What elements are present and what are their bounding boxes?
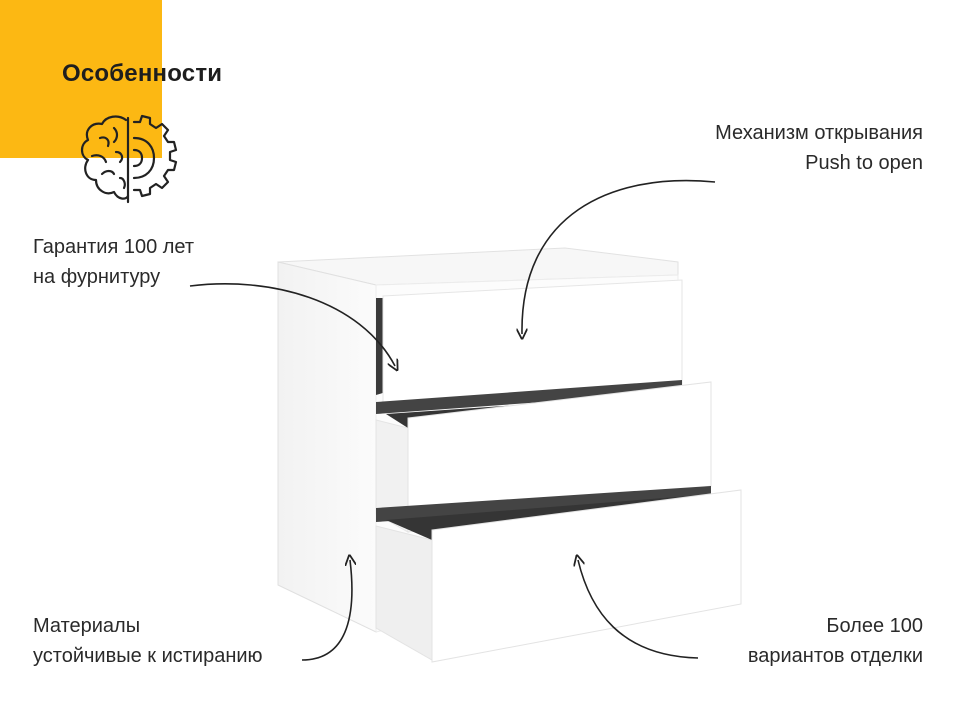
feature-mechanism: Механизм открывания Push to open bbox=[715, 118, 923, 178]
chest-of-drawers bbox=[277, 247, 742, 663]
feature-finishes-line2: вариантов отделки bbox=[747, 645, 923, 667]
feature-warranty: Гарантия 100 лет на фурнитуру bbox=[33, 232, 194, 292]
yellow-accent-block bbox=[0, 0, 162, 158]
callout-arrows bbox=[189, 179, 716, 661]
feature-finishes: Более 100 вариантов отделки bbox=[748, 611, 923, 671]
feature-materials: Материалы устойчивые к истиранию bbox=[33, 611, 263, 671]
feature-materials-line2: устойчивые к истиранию bbox=[33, 645, 263, 667]
chest-left-side bbox=[277, 261, 377, 633]
feature-warranty-line2: на фурнитуру bbox=[33, 266, 161, 288]
drawer-middle-shadow bbox=[376, 380, 682, 414]
arrow-warranty bbox=[189, 283, 395, 366]
drawer-bottom-shadow bbox=[376, 486, 711, 522]
feature-mechanism-line1: Механизм открывания bbox=[715, 122, 923, 144]
feature-mechanism-line2: Push to open bbox=[805, 152, 923, 174]
arrow-finishes bbox=[578, 560, 699, 659]
page-title: Особенности bbox=[62, 60, 223, 87]
feature-warranty-line1: Гарантия 100 лет bbox=[33, 236, 195, 258]
arrow-mechanism bbox=[522, 179, 716, 334]
drawer-bottom-front bbox=[431, 489, 742, 663]
drawer-bottom-side bbox=[375, 525, 433, 661]
arrow-materials bbox=[301, 560, 352, 661]
feature-materials-line1: Материалы bbox=[33, 615, 141, 637]
brain-gear-icon bbox=[80, 114, 178, 204]
feature-finishes-line1: Более 100 bbox=[826, 615, 923, 637]
